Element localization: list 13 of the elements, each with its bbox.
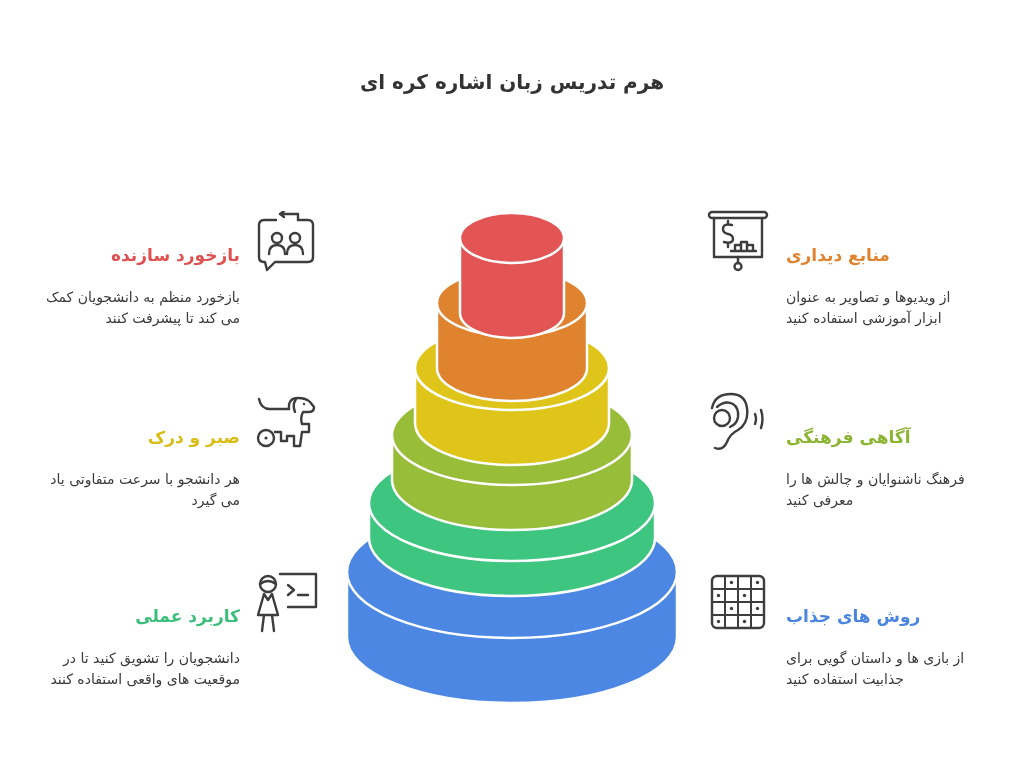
section-heading: منابع دیداری [786, 244, 890, 267]
diagram-title: هرم تدریس زبان اشاره کره ای [359, 69, 665, 96]
description-text: از ویدیوها و تصاویر به عنوان ابزار آموزشی استفاده کنید [786, 288, 952, 329]
description-text: از بازی ها و داستان گویی برای جذابیت استفاده کنید [786, 649, 966, 689]
section-heading: کاربرد عملی [135, 605, 240, 628]
section-heading: صبر و درک [147, 426, 240, 449]
description-text: هر دانشجو با سرعت متفاوتی یاد می گیرد [49, 470, 240, 511]
description-text: فرهنگ ناشنوایان و چالش ها را معرفی کنید [786, 470, 966, 511]
description-text: دانشجویان را تشویق کنید تا در موقعیت های واقعی استفاده کنند [49, 649, 240, 690]
section-heading: روش های جذاب [786, 605, 921, 628]
section-heading: بازخورد سازنده [110, 244, 240, 267]
description-text: بازخورد منظم به دانشجویان کمک می کند تا پیشرفت کنند [44, 288, 240, 329]
section-heading: آگاهی فرهنگی [786, 426, 911, 449]
